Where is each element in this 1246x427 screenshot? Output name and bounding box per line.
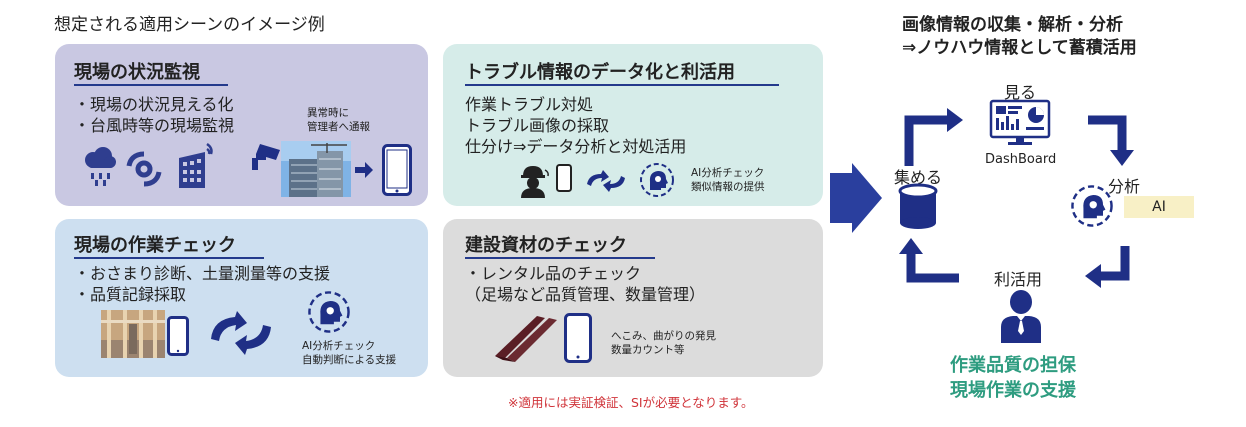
panel-work-check: 現場の作業チェック ・おさまり診断、土量測量等の支援 ・品質記録採取 AI分析チ… <box>55 219 428 377</box>
cycle-label-see: 見る <box>1004 83 1037 102</box>
notify-arrow-icon <box>355 162 373 178</box>
cycle-label-dashboard: DashBoard <box>985 152 1057 167</box>
interior-work-photo <box>101 310 165 358</box>
title-underline <box>465 84 779 86</box>
conclusion-line: 現場作業の支援 <box>950 380 1076 401</box>
callout-line: AI分析チェック <box>302 340 376 352</box>
panel-title: 建設資材のチェック <box>465 235 627 256</box>
worker-helmet-icon <box>521 166 549 198</box>
knowledge-cycle-title: 画像情報の収集・解析・分析 ⇒ノウハウ情報として蓄積活用 <box>902 14 1137 60</box>
cycle-label-collect: 集める <box>894 168 943 187</box>
ai-badge: AI <box>1124 196 1194 218</box>
smartphone-icon <box>167 316 189 356</box>
cycle-arrow-bottom-right <box>1085 246 1130 288</box>
cycle-arrow-top-left <box>904 108 963 166</box>
panel-line: トラブル画像の採取 <box>465 116 610 135</box>
cycle-label-analyze: 分析 <box>1108 177 1141 196</box>
cycle-label-utilize: 利活用 <box>994 270 1043 289</box>
ai-head-icon <box>640 163 674 197</box>
callout-line: 数量カウント等 <box>611 344 685 356</box>
panel-line: 仕分け⇒データ分析と対処活用 <box>465 137 687 156</box>
panel-line: ・品質記録採取 <box>74 285 187 304</box>
cycle-arrow-top-right <box>1088 115 1134 166</box>
panel-line: ・現場の状況見える化 <box>74 95 234 114</box>
security-camera-icon <box>252 144 280 170</box>
database-icon <box>898 183 938 229</box>
steel-beam-icon <box>495 316 557 362</box>
flow-arrow-icon <box>830 163 882 233</box>
conclusion-line: 作業品質の担保 <box>950 355 1076 376</box>
conclusion: 作業品質の担保 現場作業の支援 <box>950 353 1076 403</box>
cycle-arrows-icon <box>211 311 271 355</box>
title-line: ⇒ノウハウ情報として蓄積活用 <box>902 38 1137 58</box>
panel-line: （足場など品質管理、数量管理） <box>465 285 706 304</box>
page-heading: 想定される適用シーンのイメージ例 <box>54 15 325 35</box>
construction-site-photo <box>281 141 351 197</box>
panel-material-check: 建設資材のチェック ・レンタル品のチェック （足場など品質管理、数量管理） へこ… <box>443 219 823 377</box>
smartphone-icon <box>382 144 412 196</box>
panel-title: 現場の作業チェック <box>74 235 236 256</box>
callout-line: 類似情報の提供 <box>691 181 765 193</box>
panel-line: ・レンタル品のチェック <box>465 264 642 283</box>
cycle-arrow-bottom-left <box>899 238 959 283</box>
business-person-icon <box>1001 290 1041 343</box>
panel-line: ・おさまり診断、土量測量等の支援 <box>74 264 331 283</box>
panel-line: ・台風時等の現場監視 <box>74 116 235 135</box>
title-line: 画像情報の収集・解析・分析 <box>902 15 1123 35</box>
dashboard-monitor-icon <box>989 99 1051 145</box>
smartphone-icon <box>564 313 592 363</box>
callout-line: 自動判断による支援 <box>302 354 397 366</box>
cycle-arrows-icon <box>587 170 625 192</box>
callout-line: AI分析チェック <box>691 167 765 179</box>
panel-trouble-data: トラブル情報のデータ化と利活用 作業トラブル対処 トラブル画像の採取 仕分け⇒デ… <box>443 44 823 206</box>
smartphone-icon <box>556 164 572 192</box>
panel-title: トラブル情報のデータ化と利活用 <box>465 62 735 83</box>
callout-line: 管理者へ通報 <box>307 121 370 133</box>
panel-title: 現場の状況監視 <box>74 62 200 83</box>
building-signal-icon <box>179 142 213 188</box>
panel-line: 作業トラブル対処 <box>465 95 594 114</box>
rain-cloud-icon <box>85 147 116 186</box>
disclaimer-note: ※適用には実証検証、SIが必要となります。 <box>508 395 754 410</box>
ai-head-icon <box>308 291 350 333</box>
typhoon-icon <box>126 151 162 187</box>
panel-site-monitoring: 現場の状況監視 ・現場の状況見える化 ・台風時等の現場監視 異常時に 管理者へ通… <box>55 44 428 206</box>
title-underline <box>74 257 264 259</box>
title-underline <box>465 257 655 259</box>
title-underline <box>74 84 228 86</box>
callout-line: 異常時に <box>307 107 349 119</box>
ai-head-icon <box>1071 185 1113 227</box>
callout-line: へこみ、曲がりの発見 <box>611 330 716 342</box>
